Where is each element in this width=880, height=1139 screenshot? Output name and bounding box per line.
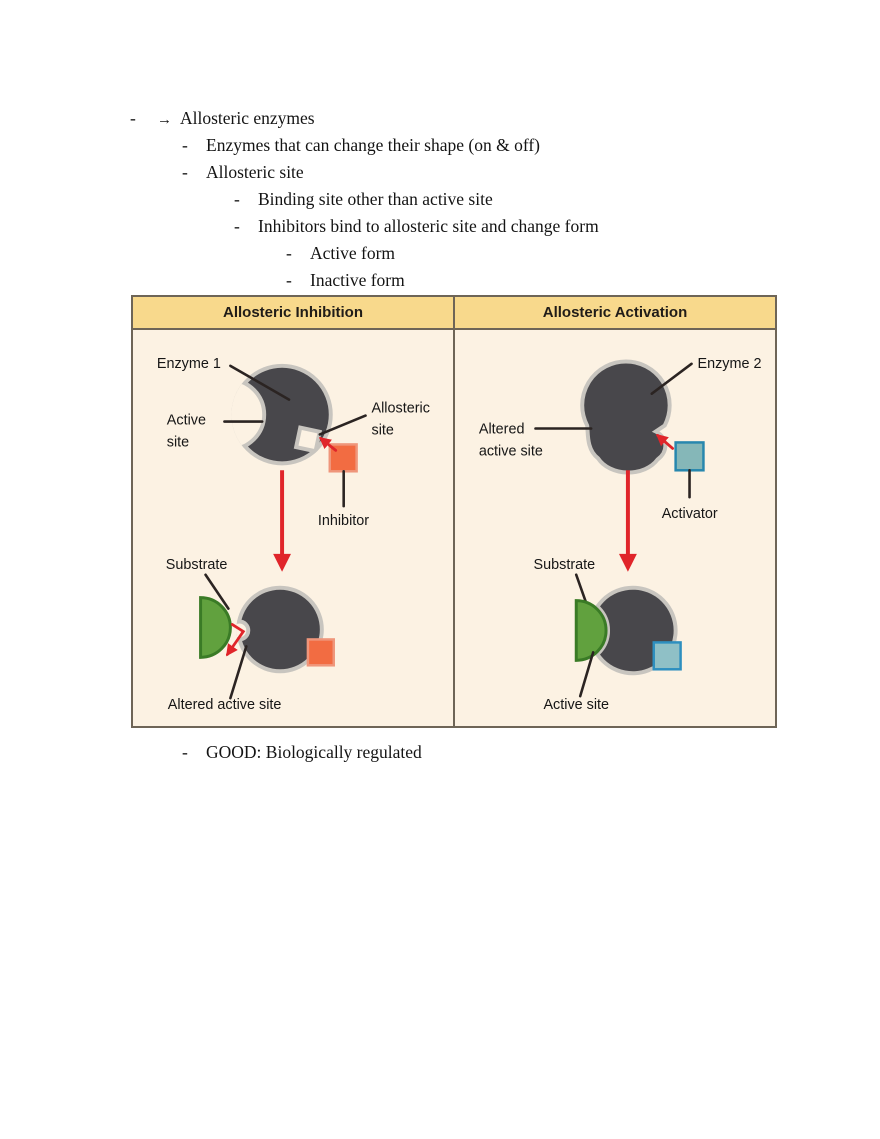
active-site-label: Active site [543,697,609,713]
note-text: Allosteric site [206,162,304,182]
altered-active-site-label-line2: active site [479,443,543,459]
inhibitor-binding-arrow [318,436,338,452]
active-site-notch [231,377,267,452]
panel-allosteric-activation: Enzyme 2 Altered active site Activator S… [455,330,775,726]
figure-allosteric-regulation: Allosteric Inhibition Allosteric Activat… [131,295,777,728]
figure-header-row: Allosteric Inhibition Allosteric Activat… [133,297,775,330]
note-line-active-form: -Active form [286,242,395,264]
bound-activator-square [652,641,682,671]
note-line-allosteric-site: -Allosteric site [182,161,304,183]
note-line-allosteric-enzymes: - → Allosteric enzymes [130,107,315,131]
bullet-dash: - [130,108,136,128]
activation-diagram: Enzyme 2 Altered active site Activator S… [479,356,762,713]
enzyme-2-leader-line [650,362,693,395]
bound-substrate-shape [574,599,608,662]
inhibition-diagram: Enzyme 1 Active site Allosteric site Inh… [157,356,430,713]
activator-label: Activator [662,506,718,522]
allosteric-site-label-line1: Allosteric [372,401,430,417]
note-line-good-regulated: -GOOD: Biologically regulated [182,741,422,763]
note-line-shape-change: -Enzymes that can change their shape (on… [182,134,540,156]
transition-arrow-head [618,553,637,572]
note-text: GOOD: Biologically regulated [206,742,422,762]
enzyme-1-leader-line [229,364,291,401]
right-arrow-glyph: → [157,112,172,128]
allosteric-site-notch [293,425,323,454]
substrate-shape [199,596,232,659]
note-line-inhibitors-bind: -Inhibitors bind to allosteric site and … [234,215,599,237]
active-site-label-line2: site [167,434,189,450]
note-text: Enzymes that can change their shape (on … [206,135,540,155]
bound-inhibitor-square [306,638,335,667]
header-allosteric-inhibition: Allosteric Inhibition [133,297,455,328]
active-site-label-line1: Active [167,413,206,429]
substrate-rejected-arrow [226,623,246,657]
bullet-dash: - [234,216,240,236]
allosteric-site-leader-line [318,414,367,436]
enzyme-1-label: Enzyme 1 [157,356,221,372]
substrate-label: Substrate [534,557,596,573]
note-line-inactive-form: -Inactive form [286,269,405,291]
bullet-dash: - [286,243,292,263]
bullet-dash: - [234,189,240,209]
transition-arrow-head [273,553,292,572]
header-allosteric-activation: Allosteric Activation [542,304,688,321]
panel-allosteric-inhibition: Enzyme 1 Active site Allosteric site Inh… [133,330,455,726]
note-text: Active form [310,243,396,263]
activator-binding-arrow [655,433,675,450]
bullet-dash: - [182,162,188,182]
substrate-leader-line [204,573,230,610]
allosteric-site-label-line2: site [372,422,394,438]
enzyme-2-shape [580,359,672,475]
inhibitor-label: Inhibitor [318,513,369,529]
note-text: Inactive form [310,270,405,290]
active-site-leader-line [578,651,595,698]
enzyme-2-label: Enzyme 2 [697,356,761,372]
altered-active-site-label: Altered active site [168,697,282,713]
bullet-dash: - [182,135,188,155]
note-text: Binding site other than active site [258,189,493,209]
bullet-dash: - [182,742,188,762]
bullet-dash: - [286,270,292,290]
note-line-binding-site: -Binding site other than active site [234,188,493,210]
note-text: Allosteric enzymes [180,108,315,128]
note-text: Inhibitors bind to allosteric site and c… [258,216,599,236]
substrate-label: Substrate [166,557,228,573]
altered-active-site-leader-line [229,645,248,700]
altered-active-site-label-line1: Altered [479,421,525,437]
figure-body: Enzyme 1 Active site Allosteric site Inh… [133,330,775,726]
activator-square [674,441,705,472]
